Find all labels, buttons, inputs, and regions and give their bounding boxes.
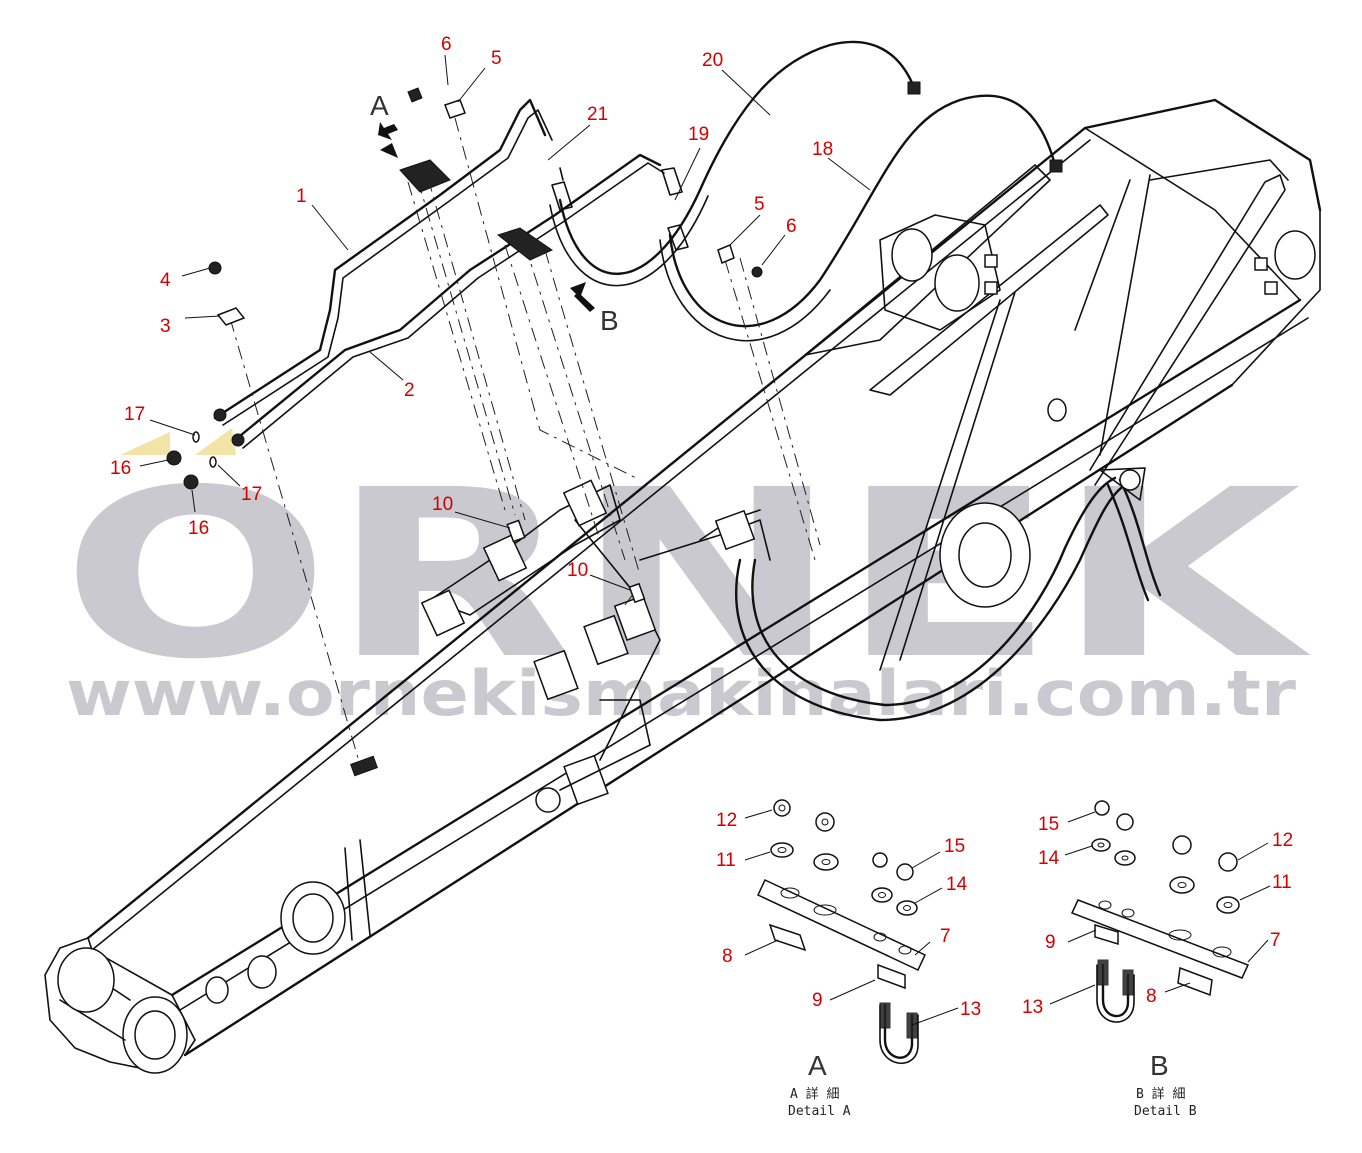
callout-2: 2	[404, 380, 415, 401]
callout-10-lower: 10	[567, 560, 588, 581]
callout-15-a: 15	[944, 836, 965, 857]
callout-8-a: 8	[722, 946, 733, 967]
watermark-brand: ORNEK	[61, 440, 1311, 710]
callout-15-b: 15	[1038, 814, 1059, 835]
callout-1: 1	[296, 186, 307, 207]
callout-21: 21	[587, 104, 608, 125]
callout-3: 3	[160, 316, 171, 337]
watermark-url: www.ornekismakinalari.com.tr	[66, 657, 1296, 730]
callout-11-b: 11	[1272, 872, 1292, 893]
callout-6-right: 6	[786, 216, 797, 237]
view-arrow-b-icon	[570, 282, 595, 312]
callout-8-b: 8	[1146, 986, 1157, 1007]
callout-4: 4	[160, 270, 171, 291]
callout-17-upper: 17	[124, 404, 145, 425]
detail-a-caption-jp: A 詳 細	[790, 1086, 839, 1102]
view-arrow-a-icon	[378, 122, 398, 158]
hydraulic-lines	[213, 40, 1162, 813]
callout-5-right: 5	[754, 194, 765, 215]
view-arrows: A B	[370, 90, 619, 336]
watermark: ORNEK www.ornekismakinalari.com.tr	[61, 428, 1311, 730]
callout-12-a: 12	[716, 810, 737, 831]
boom-structure	[44, 98, 1322, 1074]
callout-5-top: 5	[491, 48, 502, 69]
callout-7-a: 7	[940, 926, 951, 947]
watermark-accent	[120, 432, 170, 455]
detail-b-letter: B	[1150, 1050, 1169, 1081]
watermark-accent	[195, 428, 236, 455]
callout-10-upper: 10	[432, 494, 453, 515]
callout-13-b: 13	[1022, 997, 1043, 1018]
detail-a-letter: A	[808, 1050, 827, 1081]
callout-13-a: 13	[960, 999, 981, 1020]
callout-20: 20	[702, 50, 723, 71]
callout-18: 18	[812, 139, 833, 160]
view-label-b: B	[600, 305, 619, 336]
callout-6-top: 6	[441, 34, 452, 55]
small-parts	[166, 87, 763, 604]
detail-b-caption-jp: B 詳 細	[1136, 1086, 1185, 1102]
callout-16-lower: 16	[188, 518, 209, 539]
detail-a-caption-en: Detail A	[788, 1104, 851, 1119]
callout-9-b: 9	[1045, 932, 1056, 953]
callouts: 1 2 3 4 5 5 6 6 7 7 8 8 9 9 10 10 11 11 …	[110, 34, 1293, 1020]
callout-11-a: 11	[716, 850, 736, 871]
leader-lines	[139, 54, 1271, 1026]
callout-14-a: 14	[946, 874, 968, 895]
detail-b-caption-en: Detail B	[1134, 1104, 1197, 1119]
callout-14-b: 14	[1038, 848, 1060, 869]
callout-12-b: 12	[1272, 830, 1293, 851]
callout-16-left: 16	[110, 458, 131, 479]
alignment-lines	[229, 117, 821, 766]
callout-17-lower: 17	[241, 484, 262, 505]
callout-9-a: 9	[812, 990, 823, 1011]
detail-b-view: B B 詳 細 Detail B	[1070, 800, 1250, 1119]
view-label-a: A	[370, 90, 389, 121]
callout-19: 19	[688, 124, 709, 145]
detail-a-view: A A 詳 細 Detail A	[757, 799, 926, 1119]
callout-7-b: 7	[1270, 930, 1281, 951]
